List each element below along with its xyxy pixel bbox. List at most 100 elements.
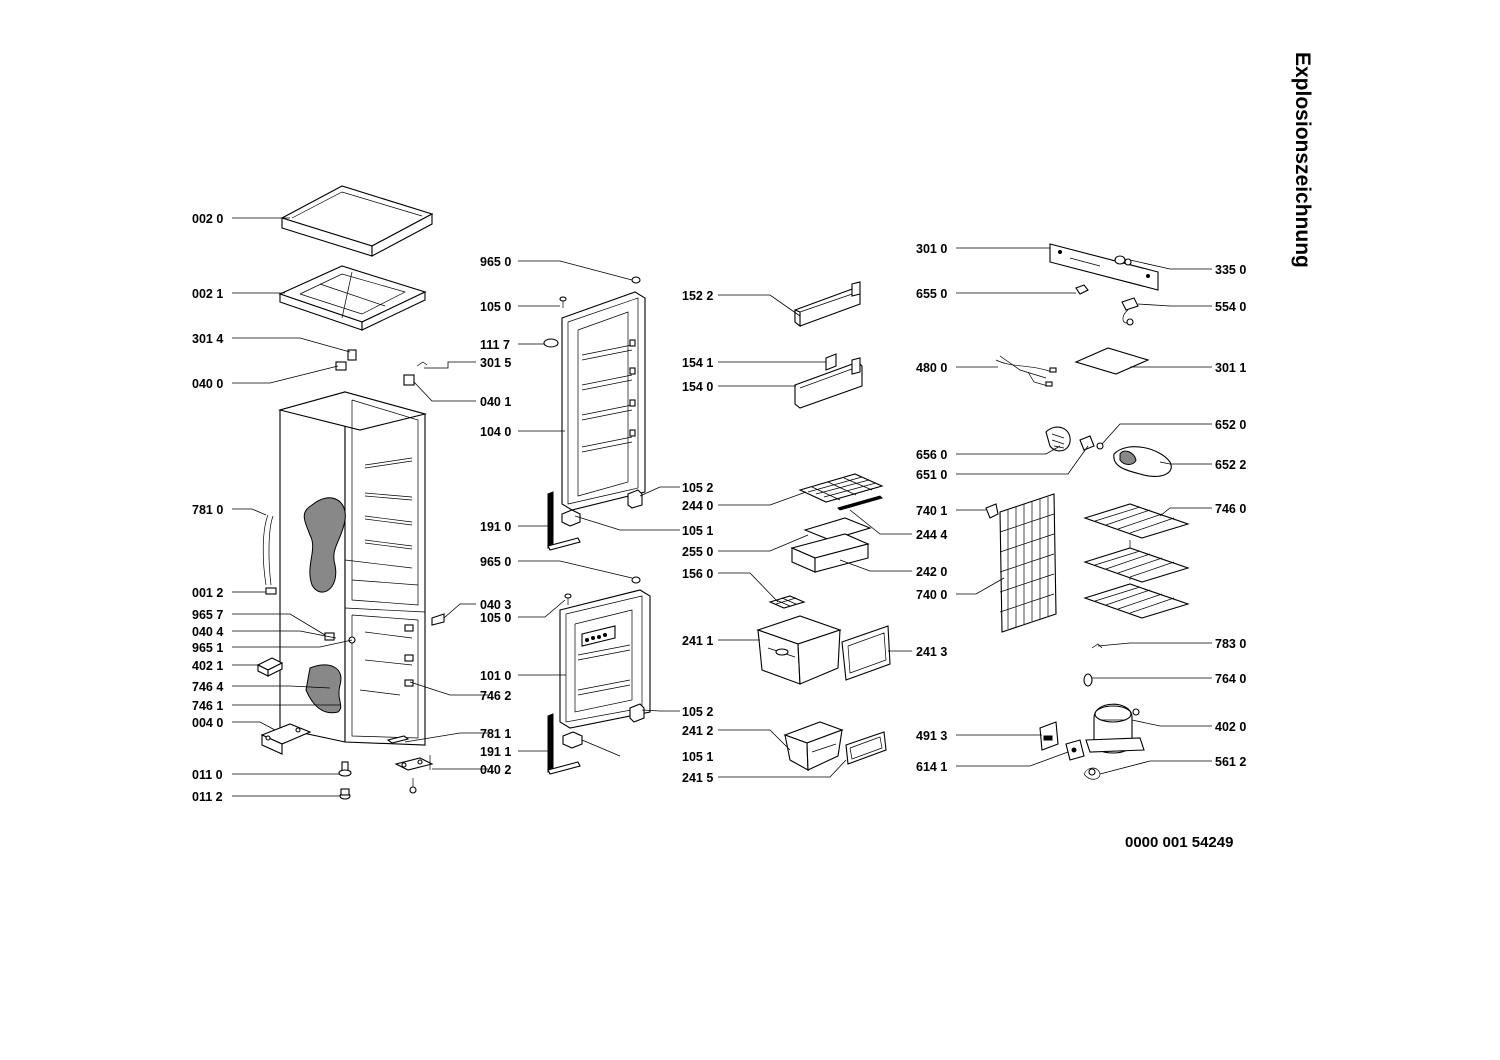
label-156-0: 156 0: [682, 567, 713, 581]
label-152-2: 152 2: [682, 289, 713, 303]
label-480-0: 480 0: [916, 361, 947, 375]
foot-011-0: [338, 761, 352, 777]
part-040-3: [431, 613, 445, 626]
gasket-191-0: [547, 491, 581, 551]
hinge-105-2-upper: [627, 489, 643, 509]
label-001-2: 001 2: [192, 586, 223, 600]
label-301-5: 301 5: [480, 356, 511, 370]
drawer-front-241-3: [841, 625, 891, 681]
screw-105-0-upper: [559, 296, 567, 308]
label-781-1: 781 1: [480, 727, 511, 741]
part-040-1: [403, 374, 415, 386]
label-040-2: 040 2: [480, 763, 511, 777]
freezer-door: [559, 589, 651, 729]
cable-480-0: [995, 355, 1057, 387]
hinge-040-2: [394, 755, 434, 794]
label-554-0: 554 0: [1215, 300, 1246, 314]
label-652-2: 652 2: [1215, 458, 1246, 472]
clip-740-1: [985, 503, 999, 519]
label-335-0: 335 0: [1215, 263, 1246, 277]
part-614-1: [1065, 739, 1085, 761]
door-shelf-154-1: [825, 353, 837, 371]
label-241-5: 241 5: [682, 771, 713, 785]
label-614-1: 614 1: [916, 760, 947, 774]
label-111-7: 111 7: [480, 338, 510, 352]
label-105-2-lower: 105 2: [682, 705, 713, 719]
label-301-1: 301 1: [1215, 361, 1246, 375]
fridge-door: [561, 291, 646, 511]
tube-781-0: [262, 514, 269, 586]
document-number: 0000 001 54249: [1125, 834, 1233, 851]
cabinet-column: [256, 185, 445, 800]
cabinet-body: [277, 391, 428, 746]
label-002-0: 002 0: [192, 212, 223, 226]
label-764-0: 764 0: [1215, 672, 1246, 686]
label-104-0: 104 0: [480, 425, 511, 439]
label-242-0: 242 0: [916, 565, 947, 579]
label-241-1: 241 1: [682, 634, 713, 648]
label-040-4: 040 4: [192, 625, 223, 639]
label-651-0: 651 0: [916, 468, 947, 482]
label-040-3: 040 3: [480, 598, 511, 612]
label-402-1: 402 1: [192, 659, 223, 673]
drawer-241-1: [756, 615, 842, 685]
cap-965-0-upper: [631, 276, 641, 284]
top-cover: [280, 185, 434, 257]
label-561-2: 561 2: [1215, 755, 1246, 769]
foot-011-2: [339, 788, 351, 800]
control-panel-301-0: [1049, 243, 1159, 291]
wire-shelf-244-0: [798, 473, 884, 503]
label-002-1: 002 1: [192, 287, 223, 301]
part-040-0: [335, 361, 347, 371]
crisper-255-0: [790, 517, 872, 573]
label-244-0: 244 0: [682, 499, 713, 513]
label-656-0: 656 0: [916, 448, 947, 462]
top-frame: [278, 265, 427, 331]
plate-301-1: [1074, 347, 1150, 375]
cooling-column: [985, 243, 1190, 780]
label-011-2: 011 2: [192, 790, 223, 804]
part-301-5: [416, 361, 428, 367]
label-965-0-upper: 965 0: [480, 255, 511, 269]
doors-column: [543, 276, 651, 775]
socket-651-0: [1079, 435, 1104, 451]
door-shelf-152-2: [794, 281, 861, 328]
label-101-0: 101 0: [480, 669, 511, 683]
relay-491-3: [1039, 721, 1059, 751]
base-bracket: [260, 723, 312, 755]
label-652-0: 652 0: [1215, 418, 1246, 432]
label-154-0: 154 0: [682, 380, 713, 394]
label-241-3: 241 3: [916, 645, 947, 659]
rack-746-0-middle: [1083, 547, 1190, 583]
label-301-4: 301 4: [192, 332, 223, 346]
accessories-column: [756, 281, 891, 771]
part-402-1: [256, 657, 284, 677]
rack-746-0-top: [1083, 503, 1190, 539]
condenser-740-0: [999, 493, 1057, 633]
label-154-1: 154 1: [682, 356, 713, 370]
label-746-2: 746 2: [480, 689, 511, 703]
label-255-0: 255 0: [682, 545, 713, 559]
cap-965-0-lower: [631, 576, 641, 584]
drawer-241-2: [783, 721, 844, 771]
label-965-1: 965 1: [192, 641, 223, 655]
hinge-105-2-lower: [629, 703, 645, 723]
cover-652-2: [1113, 446, 1172, 477]
label-746-4: 746 4: [192, 680, 223, 694]
label-740-0: 740 0: [916, 588, 947, 602]
label-105-2-upper: 105 2: [682, 481, 713, 495]
label-244-4: 244 4: [916, 528, 947, 542]
label-740-1: 740 1: [916, 504, 947, 518]
label-241-2: 241 2: [682, 724, 713, 738]
label-191-0: 191 0: [480, 520, 511, 534]
strip-244-4: [837, 495, 883, 511]
gasket-191-1: [547, 713, 581, 775]
part-labels: 002 0 002 1 301 4 040 0 781 0 001 2 965 …: [192, 212, 1246, 804]
door-shelf-154-0: [794, 357, 863, 409]
label-191-1: 191 1: [480, 745, 511, 759]
hinge-105-1-lower: [562, 731, 621, 757]
label-746-1: 746 1: [192, 699, 223, 713]
label-105-1-upper: 105 1: [682, 524, 713, 538]
label-105-1-lower: 105 1: [682, 750, 713, 764]
